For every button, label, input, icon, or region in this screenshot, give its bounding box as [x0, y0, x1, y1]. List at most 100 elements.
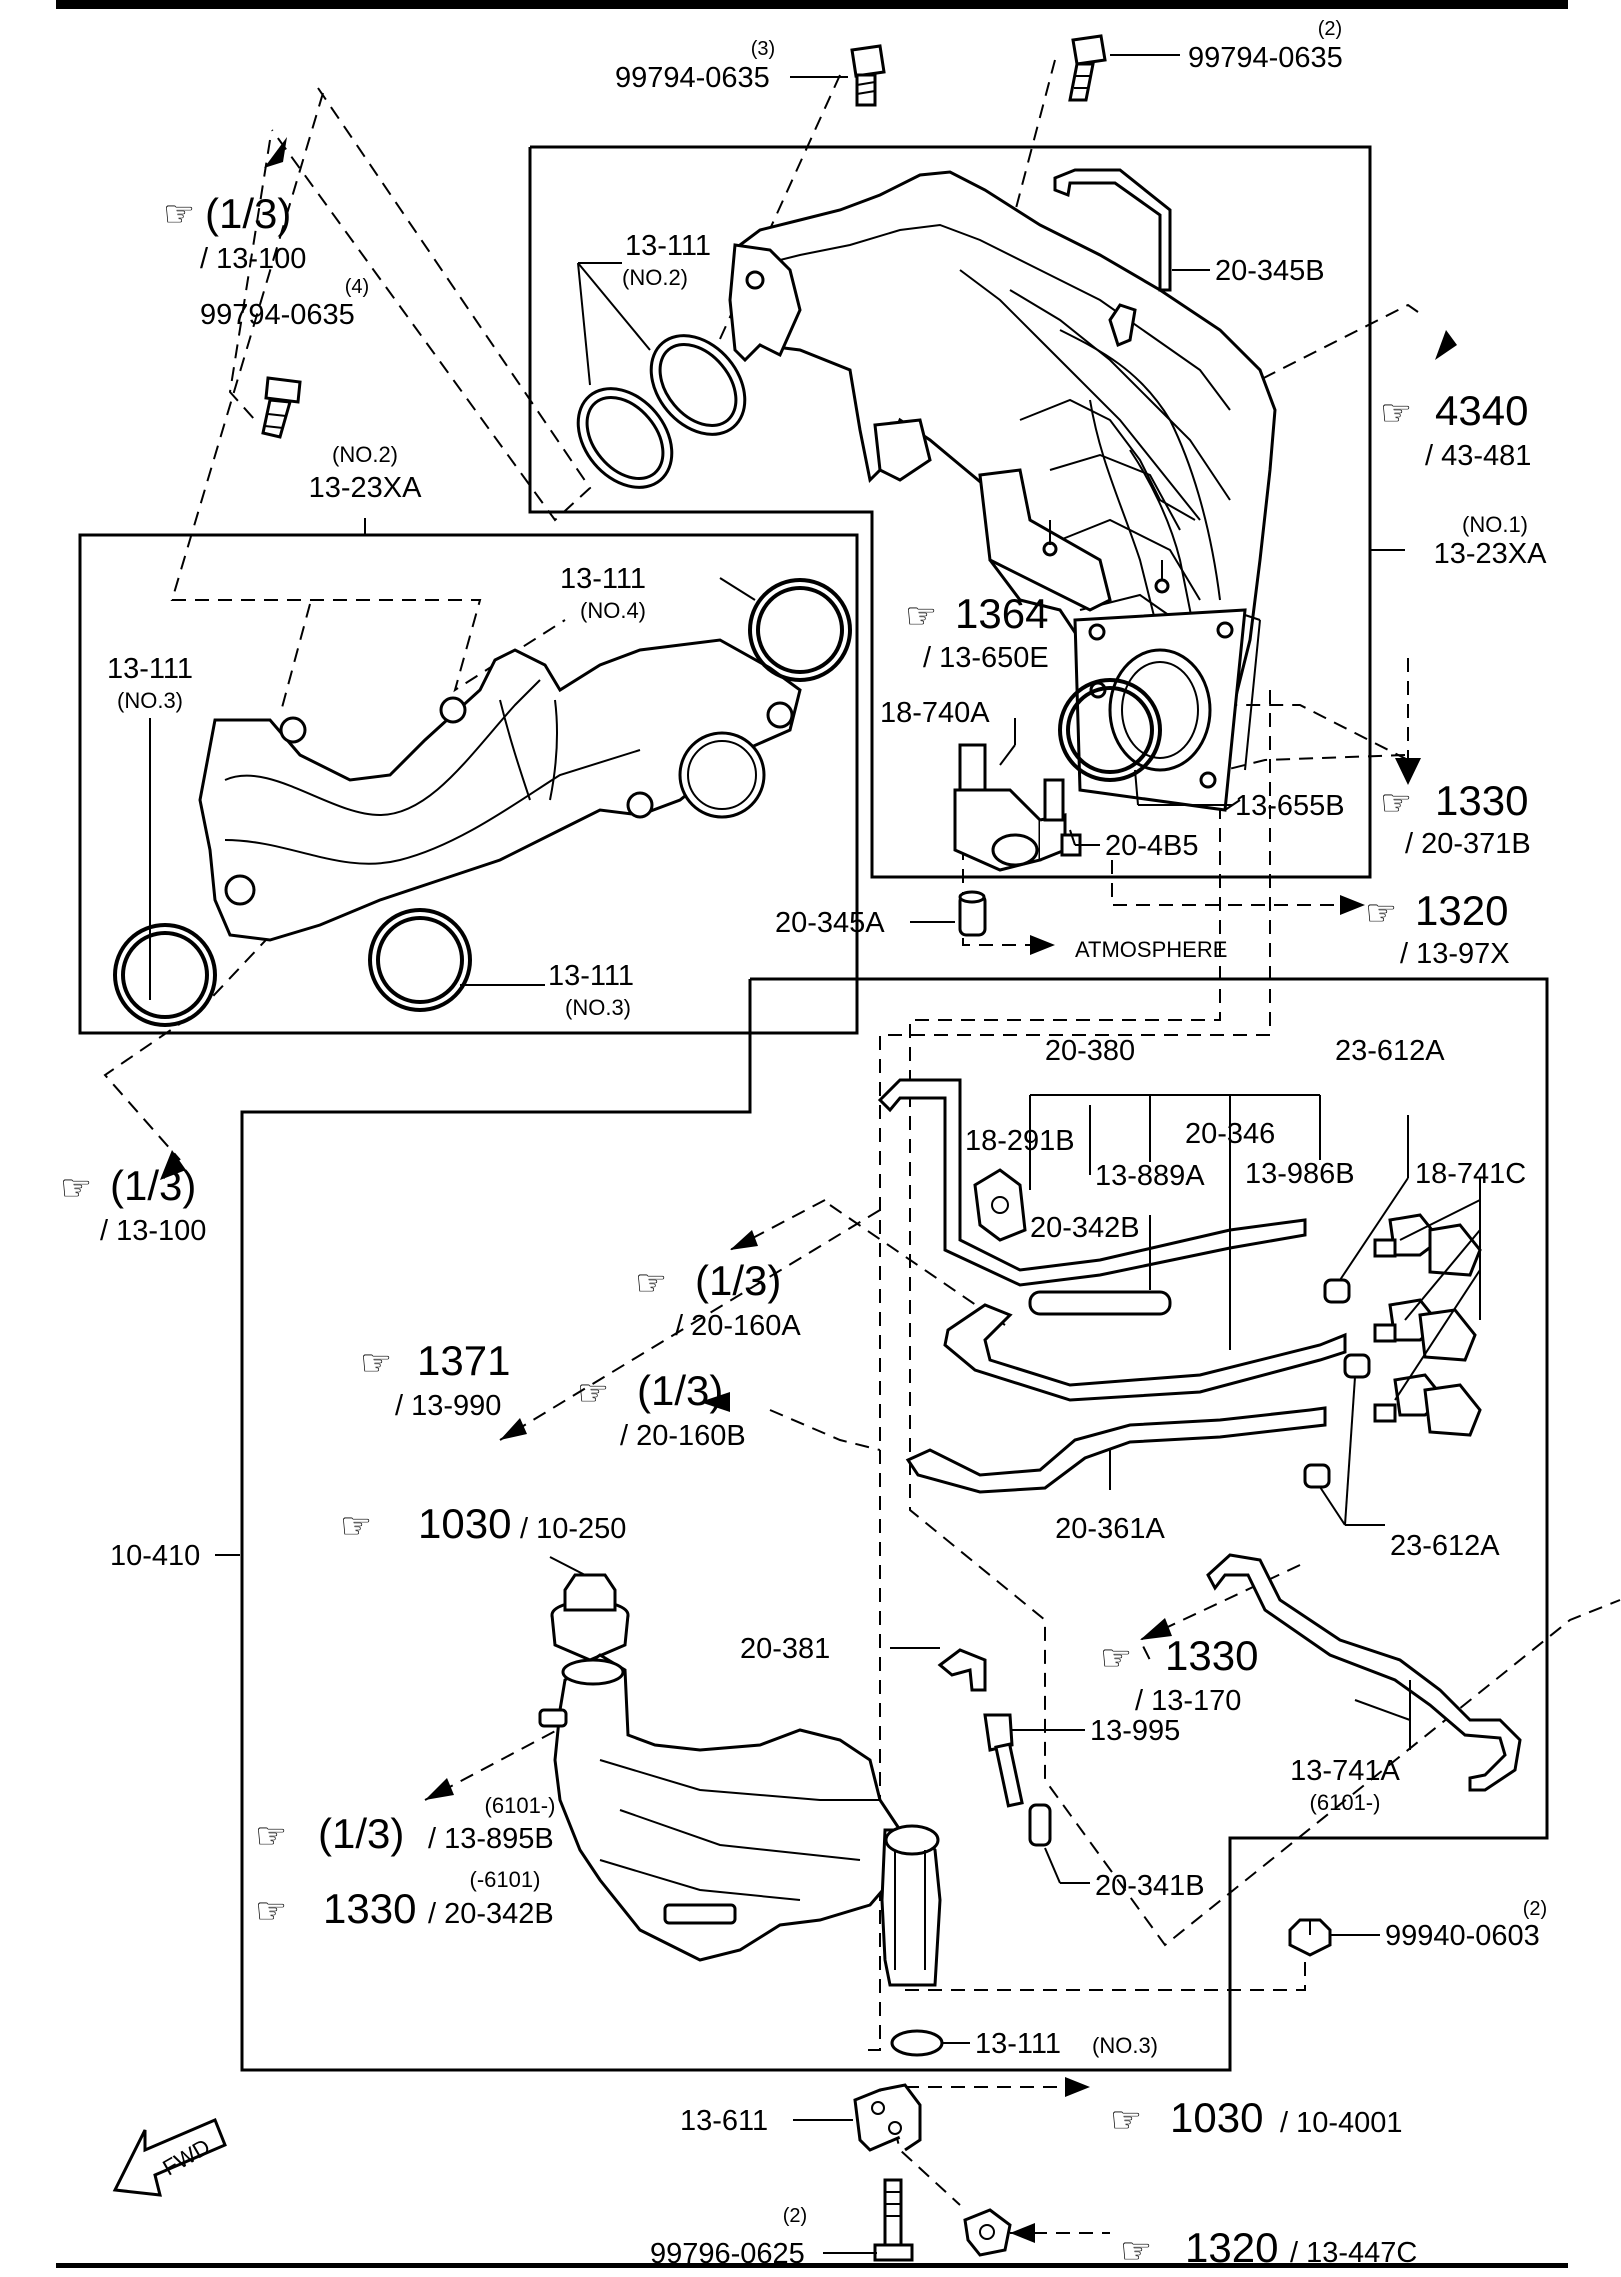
labels: ☞ ☞ ☞ ☞ ☞ ☞ ☞ ☞ ☞ ☞ ☞ ☞ ☞ ☞ ☞ (3) 99794-…: [60, 18, 1547, 2272]
bolt-bottom-pn: 99796-0625: [650, 2238, 805, 2270]
hose-20-341b-label: 20-341B: [1095, 1870, 1205, 1902]
svg-text:☞: ☞: [255, 1816, 287, 1857]
hose-13-741a-note: (6101-): [1310, 1790, 1381, 1815]
hose-13-986b-label: 13-986B: [1245, 1158, 1355, 1190]
bolt-bottom-qty: (2): [783, 2205, 807, 2227]
gasket-no3b-ring: [368, 908, 472, 1012]
ref-1364-sub: / 13-650E: [923, 642, 1049, 674]
svg-text:☞: ☞: [1380, 393, 1412, 434]
ref-13-895b-note: (6101-): [485, 1793, 556, 1818]
hose-20-345a-label: 20-345A: [775, 907, 885, 939]
clip-13-447c-icon: [963, 2208, 1012, 2257]
bolt-top-right-pn: 99794-0635: [1188, 42, 1343, 74]
ref-4340-fig: 4340: [1435, 387, 1528, 434]
ref-13-100-top-fig: (1/3): [205, 190, 291, 237]
ref-13-100-bot-sub: / 13-100: [100, 1215, 206, 1247]
valve-18-741c-label: 18-741C: [1415, 1158, 1526, 1190]
gasket-no4-note: (NO.4): [580, 598, 646, 623]
bolt-left-icon: [261, 376, 302, 439]
gasket-no3a-note: (NO.3): [117, 688, 183, 713]
ref-1030a-fig: 1030: [418, 1500, 511, 1547]
ref-20-160a-sub: / 20-160A: [675, 1310, 801, 1342]
ref-1320b-sub: / 13-447C: [1290, 2237, 1417, 2269]
ref-1364-fig: 1364: [955, 590, 1048, 637]
surge-tank-box: [240, 977, 1549, 2072]
svg-text:☞: ☞: [255, 1891, 287, 1932]
vacuum-switch-valves-icon: [1373, 1213, 1482, 1437]
ref-1320b-fig: 1320: [1185, 2224, 1278, 2271]
svg-text:☞: ☞: [1110, 2100, 1142, 2141]
top-rule: [56, 0, 1568, 9]
hose-13-741a-icon: [1206, 1553, 1522, 1792]
ref-13-895b-sub: / 13-895B: [428, 1823, 554, 1855]
nut-icon: [1288, 1918, 1332, 1957]
intake-manifold-no1-icon: [728, 170, 1277, 812]
ref-1320a-fig: 1320: [1415, 887, 1508, 934]
surge-tank-icon: [538, 1653, 942, 1987]
hose-20-345a-icon: [958, 890, 987, 937]
ref-1030b-fig: 1030: [1170, 2094, 1263, 2141]
gasket-no3b-note: (NO.3): [565, 995, 631, 1020]
fwd-arrow-icon: FWD: [112, 2118, 227, 2197]
clip-18-291b-label: 18-291B: [965, 1125, 1075, 1157]
bolt-bottom-icon: [873, 2178, 914, 2262]
nut-qty: (2): [1523, 1898, 1547, 1920]
svg-text:☞: ☞: [635, 1263, 667, 1304]
nut-pn: 99940-0603: [1385, 1920, 1540, 1952]
svg-text:☞: ☞: [577, 1373, 609, 1414]
bracket-13-611-label: 13-611: [680, 2105, 768, 2137]
routing-arrowheads: [160, 137, 1457, 2243]
gasket-no3c-note: (NO.3): [1092, 2033, 1158, 2058]
gasket-no3c-pn: 13-111: [975, 2028, 1061, 2060]
bolt-left-pn: 99794-0635: [200, 299, 355, 331]
assy-10-410-label: 10-410: [110, 1540, 200, 1572]
ref-1371-sub: / 13-990: [395, 1390, 501, 1422]
valve-18-740a-label: 18-740A: [880, 697, 990, 729]
ref-1371-fig: 1371: [417, 1337, 510, 1384]
svg-text:☞: ☞: [60, 1168, 92, 1209]
hose-20-361a-label: 20-361A: [1055, 1513, 1165, 1545]
hose-13-889a-label: 13-889A: [1095, 1160, 1205, 1192]
ref-20-160b-fig: (1/3): [637, 1367, 723, 1414]
manifold-no2-box: [78, 533, 859, 1035]
hose-20-380-label: 20-380: [1045, 1035, 1135, 1067]
manifold-no1-box: [528, 145, 1372, 879]
ref-1320a-sub: / 13-97X: [1400, 938, 1510, 970]
gasket-no3c-icon: [890, 2029, 944, 2057]
gasket-no4-pn: 13-111: [560, 563, 646, 595]
manifold-no2-pn: 13-23XA: [309, 472, 423, 504]
hose-20-381-label: 20-381: [740, 1633, 830, 1665]
atmosphere-label: ATMOSPHERE: [1075, 937, 1227, 962]
manifold-no1-pn: 13-23XA: [1434, 538, 1548, 570]
manifold-no1-note: (NO.1): [1462, 512, 1528, 537]
check-valve-13-995-icon: [983, 1713, 1024, 1808]
svg-text:☞: ☞: [1380, 783, 1412, 824]
svg-text:☞: ☞: [1120, 2231, 1152, 2272]
hose-20-345b-label: 20-345B: [1215, 255, 1325, 287]
ref-1330a-fig: 1330: [1435, 777, 1528, 824]
svg-text:☞: ☞: [340, 1506, 372, 1547]
ref-4340-sub: / 43-481: [1425, 440, 1531, 472]
hose-20-380-icon: [877, 1078, 1307, 1287]
hose-20-342b-label: 20-342B: [1030, 1212, 1140, 1244]
ref-13-100-bot-fig: (1/3): [110, 1162, 196, 1209]
svg-text:☞: ☞: [360, 1343, 392, 1384]
bolt-top-right-icon: [1068, 34, 1107, 102]
hose-20-345b-icon: [1053, 168, 1172, 292]
ref-20-342b-sub: / 20-342B: [428, 1898, 554, 1930]
ref-20-160a-fig: (1/3): [695, 1257, 781, 1304]
bolt-top-left-pn: 99794-0635: [615, 62, 770, 94]
ref-20-160b-sub: / 20-160B: [620, 1420, 746, 1452]
ref-1330b-fig: 1330: [1165, 1632, 1258, 1679]
gasket-no4-ring: [748, 578, 852, 682]
svg-text:☞: ☞: [163, 194, 195, 235]
clip-18-291b-icon: [973, 1168, 1027, 1242]
ref-1030b-sub: / 10-4001: [1280, 2107, 1403, 2139]
gasket-no3a-pn: 13-111: [107, 653, 193, 685]
svg-text:☞: ☞: [1365, 893, 1397, 934]
svg-text:☞: ☞: [905, 596, 937, 637]
ref-1330b-sub: / 13-170: [1135, 1685, 1241, 1717]
bottom-rule: [56, 2263, 1568, 2268]
gasket-no2-note: (NO.2): [622, 265, 688, 290]
